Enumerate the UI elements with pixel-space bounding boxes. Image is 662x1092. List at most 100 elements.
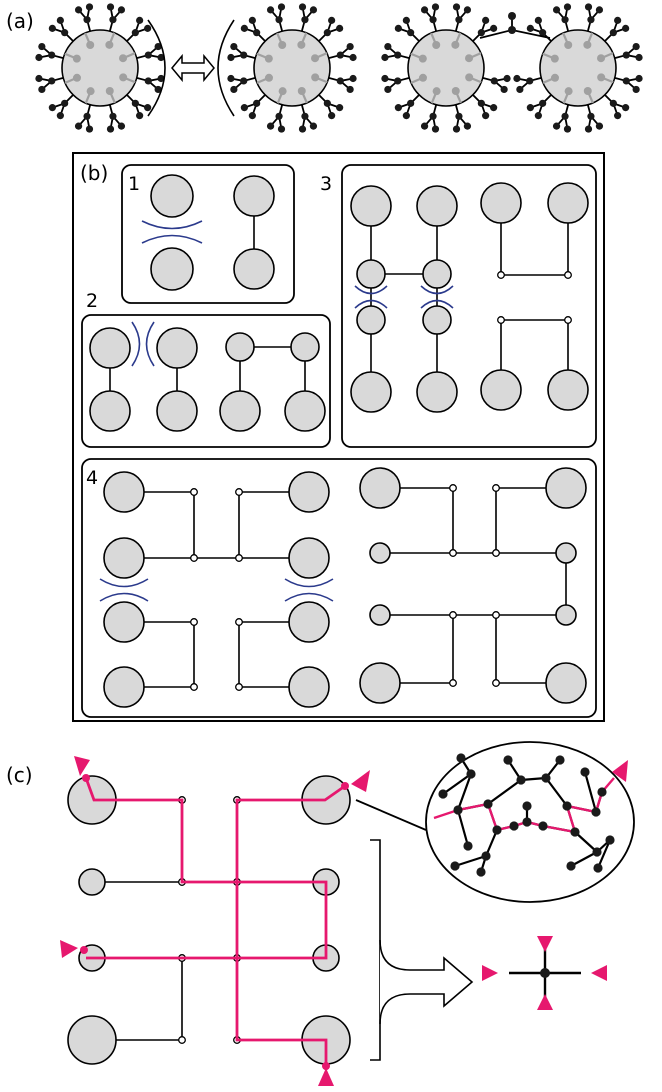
zoom-connector — [355, 799, 427, 831]
percolation-path — [84, 777, 328, 960]
atom — [109, 16, 117, 24]
particle — [369, 604, 391, 626]
panel-a — [35, 3, 643, 133]
atom — [301, 112, 309, 120]
inner-ligand-atom — [451, 40, 460, 49]
atom — [609, 99, 617, 107]
panel-a-label: (a) — [6, 9, 34, 33]
particle — [480, 182, 522, 224]
atom — [614, 112, 622, 120]
atom — [508, 26, 516, 34]
interaction-arc — [420, 285, 454, 295]
box-4-label: 4 — [86, 467, 98, 489]
particle — [356, 259, 386, 289]
atom — [336, 104, 344, 112]
atom — [516, 775, 526, 785]
atom — [570, 827, 580, 837]
inner-ligand-atom — [564, 40, 573, 49]
inner-ligand-atom — [550, 73, 559, 82]
atom — [346, 85, 354, 94]
atom — [144, 51, 152, 59]
linker-line — [500, 319, 569, 390]
atom — [477, 99, 485, 107]
particle — [233, 248, 275, 290]
atom — [230, 85, 238, 94]
atom — [635, 74, 643, 83]
atom — [595, 6, 604, 14]
atom — [526, 24, 534, 32]
atom — [323, 99, 331, 107]
atom — [463, 841, 473, 851]
box-3-label: 3 — [320, 173, 332, 195]
atom — [591, 807, 601, 817]
inner-ligand-atom — [119, 54, 128, 63]
atom — [275, 16, 283, 24]
atom — [48, 104, 56, 112]
atom — [227, 53, 235, 62]
atom — [509, 821, 519, 831]
atom — [456, 753, 466, 763]
box-3 — [341, 164, 597, 448]
junction-node — [449, 611, 457, 619]
interaction-arc — [284, 592, 334, 602]
particle — [407, 29, 485, 107]
atom — [157, 53, 165, 62]
atom — [420, 6, 429, 14]
atom — [61, 99, 69, 107]
atom — [144, 24, 152, 32]
particle — [103, 471, 145, 513]
atom — [301, 16, 309, 24]
atom — [309, 122, 318, 130]
atom — [266, 122, 275, 130]
path-end-dot — [80, 946, 88, 954]
path-end-dot — [82, 774, 90, 782]
atom — [539, 99, 547, 107]
particle — [219, 390, 261, 432]
atom — [336, 24, 344, 32]
panel-c — [60, 741, 635, 1086]
molecule-bond — [484, 829, 499, 857]
atom — [144, 77, 152, 85]
atom — [240, 104, 248, 112]
interaction-arc — [284, 578, 334, 588]
inner-ligand-atom — [465, 73, 474, 82]
atom — [587, 16, 595, 24]
inner-ligand-atom — [86, 87, 95, 96]
junction-node — [497, 271, 505, 279]
atom — [56, 16, 64, 24]
linker-line — [238, 621, 309, 688]
atom — [555, 755, 565, 765]
atom — [48, 24, 56, 32]
atom — [298, 3, 307, 11]
junction-node — [492, 484, 500, 492]
atom — [346, 42, 354, 51]
particle — [67, 1015, 117, 1065]
atom — [584, 3, 593, 11]
inner-ligand-atom — [264, 54, 273, 63]
atom — [349, 74, 357, 83]
inner-ligand-atom — [278, 87, 287, 96]
atom — [253, 99, 261, 107]
interaction-arc — [99, 578, 149, 588]
atom — [56, 112, 64, 120]
atom — [402, 112, 410, 120]
atom — [534, 16, 542, 24]
bracket — [370, 839, 381, 1061]
interaction-arc — [145, 321, 155, 367]
atom — [490, 104, 498, 112]
particle — [547, 182, 589, 224]
molecule-bond — [583, 771, 598, 813]
particle — [350, 371, 392, 413]
particle — [480, 369, 522, 411]
atom — [605, 835, 615, 845]
molecule-bond — [545, 777, 568, 807]
atom — [490, 24, 498, 32]
atom — [248, 112, 256, 120]
inner-ligand-atom — [550, 54, 559, 63]
atom — [522, 801, 532, 811]
atom — [407, 99, 415, 107]
molecule-bond — [487, 779, 522, 805]
atom — [534, 112, 542, 120]
inner-ligand-atom — [297, 40, 306, 49]
atom — [635, 53, 643, 62]
